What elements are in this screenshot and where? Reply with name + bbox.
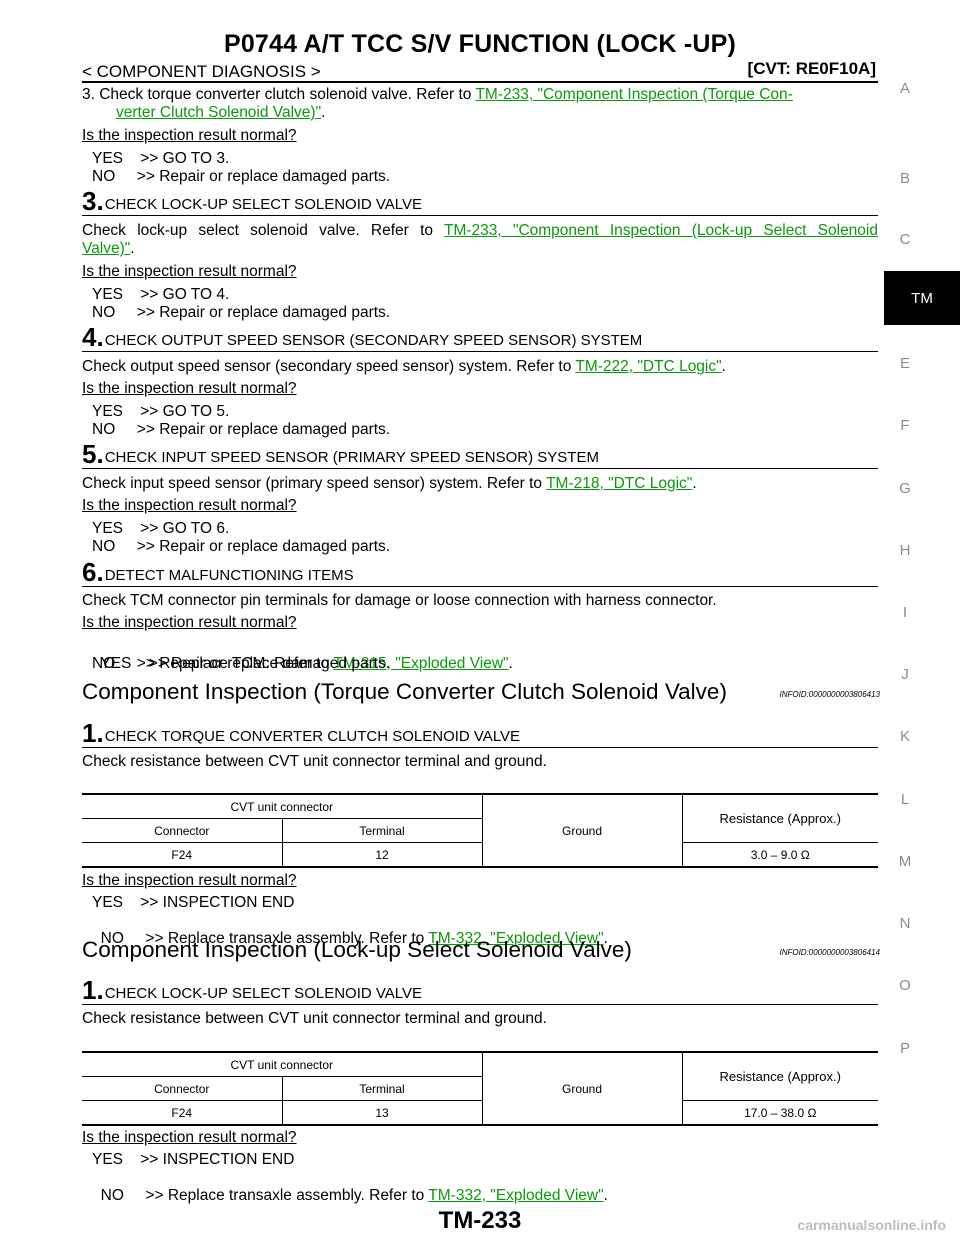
- section-lockup-body: Check resistance between CVT unit connec…: [82, 1010, 547, 1027]
- link-tm-218[interactable]: TM-218, "DTC Logic": [546, 475, 693, 492]
- table-terminal-header: Terminal: [281, 1076, 482, 1101]
- step-rule: [82, 351, 878, 352]
- page-number: TM-233: [438, 1207, 522, 1234]
- question: Is the inspection result normal?: [82, 380, 297, 397]
- link-lockup-inspection[interactable]: TM-233, "Component Inspection (Lock-up S…: [443, 222, 878, 239]
- question: Is the inspection result normal?: [82, 127, 297, 144]
- section-lockup-step-1-heading: 1.CHECK LOCK-UP SELECT SOLENOID VALVE: [82, 975, 423, 1005]
- section-tcc-step-1-heading: 1.CHECK TORQUE CONVERTER CLUTCH SOLENOID…: [82, 718, 521, 748]
- side-index-l[interactable]: L: [900, 791, 910, 808]
- table-connector-value: F24: [82, 1100, 282, 1126]
- step-5-heading: 5.CHECK INPUT SPEED SENSOR (PRIMARY SPEE…: [82, 439, 599, 469]
- step-4-body: Check output speed sensor (secondary spe…: [82, 358, 726, 375]
- side-index-b[interactable]: B: [899, 170, 910, 187]
- table-resistance-value: 3.0 – 9.0 Ω: [681, 842, 878, 868]
- section-tcc-body: Check resistance between CVT unit connec…: [82, 753, 547, 770]
- answer-no: NO >> Repair or replace damaged parts.: [92, 538, 391, 555]
- header-rule: [82, 81, 878, 83]
- step-6-body: Check TCM connector pin terminals for da…: [82, 592, 717, 609]
- step-rule: [82, 586, 878, 587]
- link-tcc-inspection-cont[interactable]: verter Clutch Solenoid Valve)": [116, 104, 322, 121]
- answer-no: NO >> Replace transaxle assembly. Refer …: [100, 930, 608, 947]
- step-3-body-cont: Valve)".: [82, 240, 135, 257]
- side-index-e[interactable]: E: [899, 355, 910, 372]
- table-connector-header: Connector: [82, 818, 282, 843]
- question: Is the inspection result normal?: [82, 497, 297, 514]
- answer-yes: YES >> INSPECTION END: [92, 1151, 295, 1168]
- side-index-f[interactable]: F: [900, 417, 910, 434]
- side-index-p[interactable]: P: [899, 1040, 910, 1057]
- table-terminal-value: 13: [281, 1100, 482, 1126]
- question: Is the inspection result normal?: [82, 872, 297, 889]
- info-id: INFOID:0000000003806414: [779, 948, 880, 957]
- page-title: P0744 A/T TCC S/V FUNCTION (LOCK -UP): [223, 30, 737, 58]
- table-resistance-value: 17.0 – 38.0 Ω: [681, 1100, 878, 1126]
- table-ground-header: Ground: [481, 1051, 682, 1126]
- step-5-body: Check input speed sensor (primary speed …: [82, 475, 697, 492]
- model-label: [CVT: RE0F10A]: [747, 59, 876, 78]
- side-index-a[interactable]: A: [899, 80, 910, 97]
- step-item-3-text-cont: verter Clutch Solenoid Valve)".: [116, 104, 326, 121]
- side-index-m[interactable]: M: [898, 853, 912, 870]
- side-index-h[interactable]: H: [899, 542, 911, 559]
- question: Is the inspection result normal?: [82, 614, 297, 631]
- step-rule: [82, 747, 878, 748]
- side-index-c[interactable]: C: [899, 231, 911, 248]
- answer-no: NO >> Replace transaxle assembly. Refer …: [100, 1187, 608, 1204]
- info-id: INFOID:0000000003806413: [779, 690, 880, 699]
- section-title-lockup: Component Inspection (Lock-up Select Sol…: [82, 937, 632, 962]
- answer-no: NO >> Repair or replace damaged parts.: [92, 168, 391, 185]
- side-index-j[interactable]: J: [901, 666, 909, 683]
- side-index-i[interactable]: I: [902, 604, 908, 621]
- table-group-header: CVT unit connector: [82, 793, 482, 819]
- answer-yes: YES >> GO TO 3.: [92, 150, 230, 167]
- question: Is the inspection result normal?: [82, 1129, 297, 1146]
- link-lockup-inspection-cont[interactable]: Valve)": [82, 240, 131, 257]
- step-rule: [82, 215, 878, 216]
- table-connector-value: F24: [82, 842, 282, 868]
- link-tm-222[interactable]: TM-222, "DTC Logic": [575, 358, 722, 375]
- side-index-n[interactable]: N: [899, 915, 911, 932]
- answer-no: NO >> Repair or replace damaged parts.: [92, 304, 391, 321]
- table-resistance-header: Resistance (Approx.): [681, 793, 878, 843]
- side-index-tm-active[interactable]: TM: [884, 271, 960, 325]
- step-item-3-text: 3. Check torque converter clutch solenoi…: [82, 86, 793, 103]
- side-index-g[interactable]: G: [899, 480, 911, 497]
- link-tm-315[interactable]: TM-315, "Exploded View": [333, 655, 509, 672]
- step-3-body: Check lock-up select solenoid valve. Ref…: [82, 222, 878, 239]
- answer-yes: YES >> GO TO 4.: [92, 286, 230, 303]
- step-3-heading: 3.CHECK LOCK-UP SELECT SOLENOID VALVE: [82, 186, 423, 216]
- table-group-header: CVT unit connector: [82, 1051, 482, 1077]
- answer-no: NO >> Repair or replace damaged parts.: [92, 421, 391, 438]
- step-6-heading: 6.DETECT MALFUNCTIONING ITEMS: [82, 557, 354, 587]
- section-breadcrumb: < COMPONENT DIAGNOSIS >: [82, 62, 321, 81]
- section-title-tcc: Component Inspection (Torque Converter C…: [82, 679, 727, 704]
- step-4-heading: 4.CHECK OUTPUT SPEED SENSOR (SECONDARY S…: [82, 322, 643, 352]
- table-terminal-value: 12: [281, 842, 482, 868]
- resistance-table-lockup: CVT unit connector Ground Resistance (Ap…: [82, 1051, 878, 1126]
- answer-yes: YES >> GO TO 6.: [92, 520, 230, 537]
- table-terminal-header: Terminal: [281, 818, 482, 843]
- resistance-table-tcc: CVT unit connector Ground Resistance (Ap…: [82, 793, 878, 868]
- link-tm-332[interactable]: TM-332, "Exploded View": [428, 930, 604, 947]
- watermark: carmanualsonline.info: [797, 1217, 946, 1233]
- table-ground-header: Ground: [481, 793, 682, 868]
- table-connector-header: Connector: [82, 1076, 282, 1101]
- question: Is the inspection result normal?: [82, 263, 297, 280]
- side-index-o[interactable]: O: [899, 977, 911, 994]
- answer-yes: YES >> INSPECTION END: [92, 894, 295, 911]
- answer-yes: YES >> GO TO 5.: [92, 403, 230, 420]
- side-index-k[interactable]: K: [899, 728, 910, 745]
- step-rule: [82, 1004, 878, 1005]
- table-resistance-header: Resistance (Approx.): [681, 1051, 878, 1101]
- step-rule: [82, 468, 878, 469]
- link-tm-332[interactable]: TM-332, "Exploded View": [428, 1187, 604, 1204]
- link-tcc-inspection[interactable]: TM-233, "Component Inspection (Torque Co…: [475, 86, 793, 103]
- answer-no: NO >> Repair or replace damaged parts.: [92, 655, 391, 672]
- answer-yes: YES >> Replace TCM. Refer to TM-315, "Ex…: [100, 655, 513, 672]
